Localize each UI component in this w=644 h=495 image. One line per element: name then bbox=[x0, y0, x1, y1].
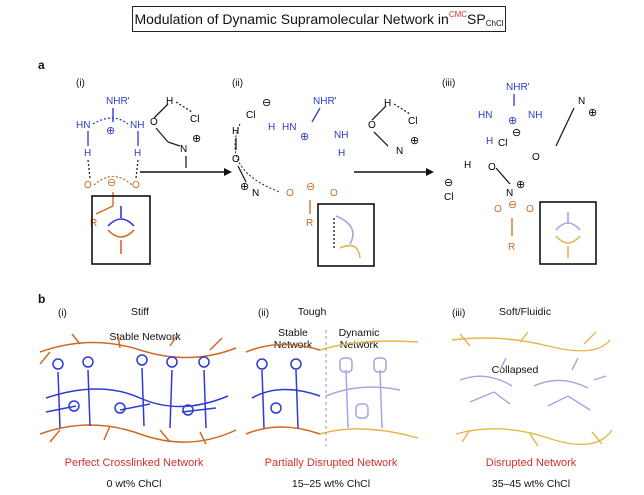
svg-text:⊖: ⊖ bbox=[306, 181, 315, 193]
col-iii-caption: Disrupted Network bbox=[485, 457, 577, 469]
svg-text:O: O bbox=[488, 162, 496, 173]
svg-text:⊕: ⊕ bbox=[240, 181, 249, 193]
col-iii-wt: 35–45 wt% ChCl bbox=[491, 478, 571, 490]
svg-text:O: O bbox=[286, 188, 294, 199]
svg-text:Cl: Cl bbox=[190, 114, 199, 125]
choline-2: O H Cl N ⊕ bbox=[368, 98, 419, 157]
svg-text:O: O bbox=[84, 180, 92, 191]
svg-text:R: R bbox=[508, 242, 515, 253]
svg-text:O: O bbox=[368, 120, 376, 131]
col-i-caption: Perfect Crosslinked Network bbox=[64, 457, 204, 469]
svg-text:H: H bbox=[384, 98, 391, 109]
svg-text:NH: NH bbox=[130, 120, 144, 131]
svg-text:NHR': NHR' bbox=[506, 82, 530, 93]
svg-text:Cl: Cl bbox=[498, 138, 507, 149]
col-ii-state: Tough bbox=[297, 306, 327, 318]
svg-text:HN: HN bbox=[282, 122, 296, 133]
svg-text:O: O bbox=[232, 154, 240, 165]
svg-text:NH: NH bbox=[528, 110, 542, 121]
svg-text:H: H bbox=[84, 148, 91, 159]
svg-text:⊕: ⊕ bbox=[300, 131, 309, 143]
col-ii-wt: 15–25 wt% ChCl bbox=[291, 478, 371, 490]
svg-text:⊕: ⊕ bbox=[588, 107, 597, 119]
col-i-roman: (i) bbox=[58, 308, 67, 319]
svg-text:⊖: ⊖ bbox=[512, 127, 521, 139]
col-ii-roman: (ii) bbox=[258, 308, 270, 319]
figure-title: Modulation of Dynamic Supramolecular Net… bbox=[132, 6, 506, 32]
network-iii bbox=[451, 331, 613, 447]
label-nhr: NHR' bbox=[106, 96, 130, 107]
col-i-state: Stiff bbox=[131, 306, 149, 318]
step-ii-label: (ii) bbox=[232, 78, 244, 89]
svg-text:⊖: ⊖ bbox=[508, 199, 517, 211]
svg-text:⊕: ⊕ bbox=[410, 135, 419, 147]
svg-text:O: O bbox=[150, 117, 158, 128]
svg-text:⊖: ⊖ bbox=[107, 177, 116, 189]
inset-ii-glyph bbox=[333, 215, 361, 259]
svg-text:Cl: Cl bbox=[444, 192, 453, 203]
col-iii-state: Soft/Fluidic bbox=[499, 306, 551, 318]
col-i-network-label: Stable Network bbox=[109, 331, 181, 343]
title-base: SP bbox=[467, 11, 486, 27]
svg-text:H: H bbox=[486, 136, 493, 147]
title-sup: CMC bbox=[448, 9, 468, 19]
svg-text:Cl: Cl bbox=[408, 116, 417, 127]
inset-iii bbox=[539, 201, 597, 265]
step-i-label: (i) bbox=[76, 78, 85, 89]
svg-text:H: H bbox=[464, 160, 471, 171]
svg-text:⊖: ⊖ bbox=[262, 97, 271, 109]
svg-text:O: O bbox=[526, 204, 534, 215]
svg-text:NHR': NHR' bbox=[313, 96, 337, 107]
panel-b-label: b bbox=[38, 292, 46, 306]
title-sub: ChCl bbox=[485, 18, 504, 28]
svg-text:N: N bbox=[252, 188, 259, 199]
svg-text:O: O bbox=[532, 152, 540, 163]
svg-text:⊕: ⊕ bbox=[106, 125, 115, 137]
inset-iii-glyph bbox=[555, 212, 581, 258]
svg-text:H: H bbox=[166, 96, 173, 107]
svg-text:O: O bbox=[330, 188, 338, 199]
svg-text:H: H bbox=[268, 122, 275, 133]
step-ii-structure: ⊖ Cl NHR' H HN NH ⊕ H H O ⊕ N O O ⊖ R bbox=[232, 96, 348, 229]
step-iii-label: (iii) bbox=[442, 78, 456, 89]
svg-text:H: H bbox=[338, 148, 345, 159]
svg-text:⊖: ⊖ bbox=[444, 177, 453, 189]
svg-text:HN: HN bbox=[76, 120, 90, 131]
inset-ii bbox=[317, 203, 375, 267]
svg-text:Cl: Cl bbox=[246, 110, 255, 121]
step-i-structure: NHR' HN NH ⊕ H H O O ⊖ R bbox=[76, 96, 144, 229]
col-ii-caption: Partially Disrupted Network bbox=[264, 457, 398, 469]
svg-text:N: N bbox=[506, 188, 513, 199]
svg-text:⊕: ⊕ bbox=[192, 133, 201, 145]
title-main: Modulation of Dynamic Supramolecular Net… bbox=[134, 11, 449, 27]
svg-text:N: N bbox=[396, 146, 403, 157]
col-iii-roman: (iii) bbox=[452, 308, 466, 319]
inset-i bbox=[91, 195, 151, 265]
svg-text:R: R bbox=[306, 218, 313, 229]
svg-text:O: O bbox=[494, 204, 502, 215]
svg-text:H: H bbox=[134, 148, 141, 159]
step-iii-structure: NHR' HN NH ⊕ H Cl ⊖ N ⊕ O ⊖ Cl H O N ⊕ O… bbox=[444, 82, 597, 253]
svg-text:HN: HN bbox=[478, 110, 492, 121]
choline-1: O H Cl N ⊕ bbox=[150, 96, 201, 168]
svg-text:N: N bbox=[180, 144, 187, 155]
panel-a-scheme: NHR' HN NH ⊕ H H O O ⊖ R O H Cl N ⊕ bbox=[76, 82, 597, 267]
svg-text:⊕: ⊕ bbox=[508, 115, 517, 127]
inset-i-glyph bbox=[107, 206, 135, 254]
panel-b-networks bbox=[39, 330, 613, 447]
svg-text:NH: NH bbox=[334, 130, 348, 141]
network-ii bbox=[245, 330, 419, 446]
col-iii-collapsed-label: Collapsed bbox=[491, 364, 539, 376]
network-i bbox=[39, 333, 237, 445]
svg-text:⊕: ⊕ bbox=[516, 179, 525, 191]
col-i-wt: 0 wt% ChCl bbox=[106, 478, 162, 490]
svg-text:H: H bbox=[232, 126, 239, 137]
svg-text:R: R bbox=[90, 218, 97, 229]
panel-a-label: a bbox=[38, 58, 45, 72]
svg-text:O: O bbox=[132, 180, 140, 191]
svg-text:N: N bbox=[578, 96, 585, 107]
